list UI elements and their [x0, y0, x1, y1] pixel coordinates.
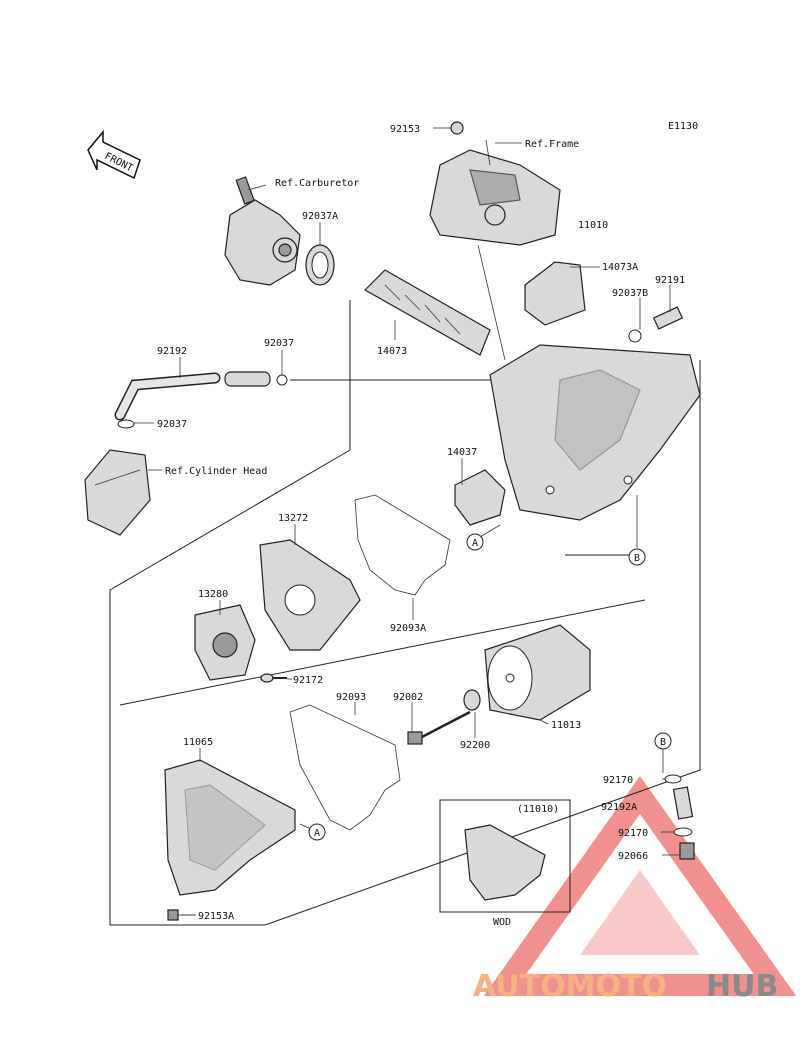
svg-text:B: B: [634, 553, 640, 564]
label-13272: 13272: [278, 513, 308, 524]
svg-text:A: A: [472, 538, 478, 549]
label-92153A: 92153A: [198, 911, 234, 922]
label-92037-top: 92037: [264, 338, 294, 349]
seal-92093A: [354, 494, 451, 596]
label-11065: 11065: [183, 737, 213, 748]
label-92002: 92002: [393, 692, 423, 703]
assembly-outline: [109, 300, 701, 926]
label-inset-wod: WOD: [493, 917, 511, 928]
label-92037A: 92037A: [302, 211, 338, 222]
label-inset-part: (11010): [517, 804, 559, 815]
label-14037: 14037: [447, 447, 477, 458]
intake-duct-14073: [364, 269, 491, 356]
cover-14073A: [524, 261, 586, 326]
holder-13280: [194, 604, 256, 681]
cap-14037: [454, 469, 506, 526]
cylinder-head-reference-part: [84, 449, 151, 536]
label-92170-a: 92170: [603, 775, 633, 786]
label-13280: 13280: [198, 589, 228, 600]
label-92037-left: 92037: [157, 419, 187, 430]
watermark-text: AUTOMOTO HUB: [473, 969, 778, 1004]
air-cleaner-housing-11010: [489, 344, 701, 521]
drain-parts: [664, 774, 695, 860]
cover-11065: [164, 759, 296, 896]
label-92093A: 92093A: [390, 623, 426, 634]
label-92192: 92192: [157, 346, 187, 357]
label-92037B: 92037B: [612, 288, 648, 299]
svg-text:B: B: [660, 737, 666, 748]
svg-text:A: A: [314, 828, 320, 839]
clamp-92037-left: [117, 419, 135, 429]
part-labels: E1130 92153 Ref.Frame Ref.Carburetor 920…: [157, 121, 698, 928]
filter-element-11013: [484, 624, 591, 721]
label-11010: 11010: [578, 220, 608, 231]
marker-b-2: B: [654, 732, 672, 750]
screw-92153: [440, 121, 464, 135]
label-92153: 92153: [390, 124, 420, 135]
marker-a-1: A: [466, 533, 484, 551]
label-11013: 11013: [551, 720, 581, 731]
marker-a-2: A: [308, 823, 326, 841]
carburetor-reference-part: [224, 176, 301, 286]
diagram-code: E1130: [668, 121, 698, 132]
pipe-92191: [652, 306, 684, 330]
seal-92093: [289, 704, 401, 831]
bolt-92002: [407, 710, 471, 745]
clamp-92037A: [305, 244, 335, 286]
label-92200: 92200: [460, 740, 490, 751]
label-ref-carburetor: Ref.Carburetor: [275, 178, 359, 189]
watermark-logo: [483, 776, 797, 996]
frame-reference-part: [429, 139, 561, 361]
marker-b-1: B: [628, 548, 646, 566]
label-ref-frame: Ref.Frame: [525, 139, 579, 150]
label-92172: 92172: [293, 675, 323, 686]
clamp-92037B: [628, 329, 642, 343]
label-92066: 92066: [618, 851, 648, 862]
screw-92172: [260, 673, 287, 683]
label-14073A: 14073A: [602, 262, 638, 273]
hose-92192: [114, 371, 288, 421]
front-arrow-icon: FRONT: [87, 129, 141, 180]
inset-box: [439, 799, 571, 913]
label-92191: 92191: [655, 275, 685, 286]
label-14073: 14073: [377, 346, 407, 357]
washer-92200: [463, 689, 481, 711]
gasket-13272: [259, 539, 361, 651]
watermark-part2: HUB: [706, 969, 778, 1004]
label-92170-b: 92170: [618, 828, 648, 839]
label-92093: 92093: [336, 692, 366, 703]
label-ref-cylinder-head: Ref.Cylinder Head: [165, 466, 267, 477]
watermark-part1: AUTOMOTO: [473, 969, 667, 1004]
leader-lines: [134, 127, 680, 916]
label-92192A: 92192A: [601, 802, 637, 813]
